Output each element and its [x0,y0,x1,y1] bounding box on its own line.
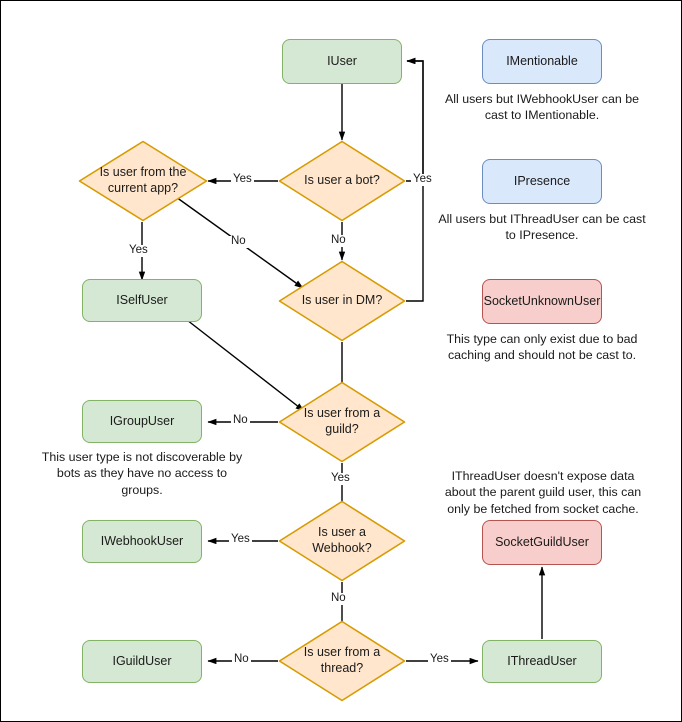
edge-label-webhook-no: No [329,592,348,605]
note-ithreaduser: IThreadUser doesn't expose data about th… [444,469,642,516]
decision-is-dm[interactable]: Is user in DM? [278,260,406,342]
is-guild-diamond-shape [278,381,406,463]
decision-is-dm-label: Is user in DM? [301,293,383,308]
edge-label-thread-no: No [232,653,251,666]
edge-label-bot-no: No [329,234,348,247]
node-igroupuser-label: IGroupUser [109,413,175,428]
is-bot-diamond-shape [278,140,406,222]
node-socketguilduser[interactable]: SocketGuildUser [482,520,602,565]
node-iguilduser-label: IGuildUser [112,653,172,668]
decision-is-bot[interactable]: Is user a bot? [278,140,406,222]
node-ithreaduser-label: IThreadUser [507,653,577,668]
edge-label-loop-yes: Yes [411,173,434,186]
decision-is-current-app-label: Is user from the current app? [99,165,187,195]
decision-is-bot-label: Is user a bot? [304,173,380,188]
node-igroupuser[interactable]: IGroupUser [82,400,202,443]
edge-label-app-no: No [229,235,248,248]
node-iuser-label: IUser [327,53,357,68]
edge-label-guild-no: No [231,414,250,427]
node-ithreaduser[interactable]: IThreadUser [482,640,602,683]
node-iselfuser-label: ISelfUser [116,292,168,307]
decision-is-guild-label: Is user from a guild? [303,406,381,436]
edge-label-bot-yes: Yes [231,173,254,186]
node-imentionable-label: IMentionable [506,53,578,68]
decision-is-webhook[interactable]: Is user a Webhook? [278,500,406,582]
note-ipresence: All users but IThreadUser can be cast to… [438,212,646,243]
decision-is-current-app[interactable]: Is user from the current app? [78,140,208,222]
node-socketunknownuser-label: SocketUnknownUser [483,293,601,308]
is-thread-diamond-shape [278,620,406,702]
node-iwebhookuser[interactable]: IWebhookUser [82,520,202,563]
decision-is-thread-label: Is user from a thread? [303,645,381,675]
node-socketguilduser-label: SocketGuildUser [495,534,589,549]
is-current-app-diamond-shape [78,140,208,222]
decision-is-guild[interactable]: Is user from a guild? [278,381,406,463]
node-ipresence[interactable]: IPresence [482,159,602,204]
note-socketunknownuser: This type can only exist due to bad cach… [446,332,638,363]
node-imentionable[interactable]: IMentionable [482,39,602,84]
note-imentionable: All users but IWebhookUser can be cast t… [445,92,639,123]
edge-label-webhook-yes: Yes [229,533,252,546]
edge-label-thread-yes: Yes [428,653,451,666]
note-igroupuser: This user type is not discoverable by bo… [41,450,243,497]
edge-label-app-yes: Yes [127,244,150,257]
node-iguilduser[interactable]: IGuildUser [82,640,202,683]
decision-is-thread[interactable]: Is user from a thread? [278,620,406,702]
decision-is-webhook-label: Is user a Webhook? [312,525,372,555]
node-iwebhookuser-label: IWebhookUser [100,533,184,548]
node-socketunknownuser[interactable]: SocketUnknownUser [482,279,602,324]
is-webhook-diamond-shape [278,500,406,582]
edge-label-guild-yes: Yes [329,472,352,485]
node-iuser[interactable]: IUser [282,39,402,84]
node-iselfuser[interactable]: ISelfUser [82,279,202,322]
is-dm-diamond-shape [278,260,406,342]
node-ipresence-label: IPresence [513,173,571,188]
